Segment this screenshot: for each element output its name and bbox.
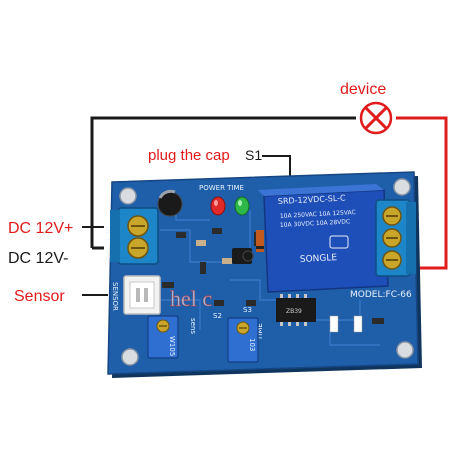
relay-rating-1: 10A 250VAC 10A 125VAC <box>280 209 356 220</box>
transistor <box>232 248 254 264</box>
mount-hole-tl <box>119 187 137 205</box>
silk-model: MODEL:FC-66 <box>350 290 412 300</box>
silk-dc-plus: DC+ <box>104 226 112 242</box>
relay-screw-terminal <box>375 199 416 277</box>
silk-sensor: SENSOR <box>111 282 119 311</box>
pcb-board: POWER TIME MODEL:FC-66 DC+ DC- SENSOR se… <box>104 171 422 378</box>
pot-a-label: W105 <box>168 336 176 356</box>
mount-hole-tr <box>393 178 411 196</box>
potentiometer-time: 103 <box>227 317 259 363</box>
dc-screw-terminal <box>110 207 159 265</box>
relay-brand: SONGLE <box>300 253 338 265</box>
silk-time: TIME <box>256 323 264 341</box>
s1-label: S1 <box>245 147 262 163</box>
dc-minus-label: DC 12V- <box>8 250 68 267</box>
mount-hole-bl <box>121 348 139 366</box>
red-wire-loop <box>396 116 448 270</box>
led-green <box>234 196 250 216</box>
mount-hole-br <box>396 341 414 359</box>
watermark: hel c <box>170 286 212 311</box>
relay-model: SRD-12VDC-SL-C <box>278 193 347 206</box>
pot-b-label: 103 <box>248 338 256 351</box>
relay-rating-2: 10A 30VDC 10A 28VDC <box>280 218 351 229</box>
ic-label: ZB39 <box>286 308 302 315</box>
silk-dc-minus: DC- <box>104 250 112 263</box>
plug-cap-label: plug the cap <box>148 147 230 164</box>
dc-plus-label: DC 12V+ <box>8 220 73 237</box>
silk-s2: S2 <box>213 312 222 320</box>
black-wire-loop <box>90 116 356 248</box>
sensor-label: Sensor <box>14 288 65 305</box>
silk-power-time: POWER TIME <box>199 184 244 192</box>
led-red <box>210 196 226 216</box>
ic-chip: ZB39 <box>276 294 316 326</box>
silk-s3: S3 <box>243 306 252 314</box>
device-lamp-icon <box>359 101 393 135</box>
wires <box>82 116 448 296</box>
potentiometer-sensitivity: W105 <box>147 315 179 359</box>
s1-leader-line <box>262 155 291 185</box>
capacitor <box>157 189 183 217</box>
relay: SRD-12VDC-SL-C 10A 250VAC 10A 125VAC 10A… <box>258 184 389 293</box>
diode <box>256 230 264 252</box>
silk-sens: sens <box>189 318 197 334</box>
device-label: device <box>340 81 386 98</box>
sensor-connector <box>123 275 161 315</box>
